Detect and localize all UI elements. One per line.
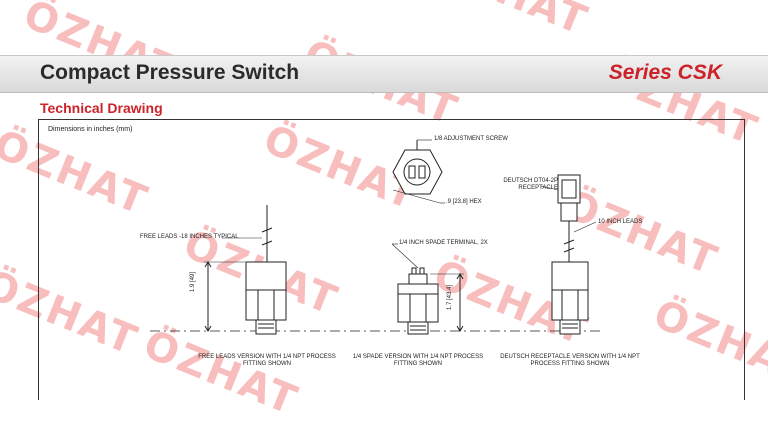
free-leads-caption: FREE LEADS VERSION WITH 1/4 NPT PROCESS …	[198, 354, 336, 367]
free-leads-label: FREE LEADS -18 INCHES TYPICAL	[140, 234, 239, 240]
hex-top-view	[392, 139, 445, 204]
hex-dimension-label: .9 [23.8] HEX	[446, 199, 482, 205]
adjustment-screw-label: 1/8 ADJUSTMENT SCREW	[434, 136, 508, 142]
spade-terminal-label: 1/4 INCH SPADE TERMINAL, 2X	[399, 240, 488, 246]
dimensions-note: Dimensions in inches (mm)	[48, 126, 133, 133]
deutsch-caption: DEUTSCH RECEPTACLE VERSION WITH 1/4 NPT …	[500, 354, 640, 367]
series-name: Series CSK	[608, 61, 722, 84]
title-band	[0, 55, 768, 93]
spade-height-dim: 1.7 [43.4]	[447, 284, 453, 310]
spade-switch	[391, 243, 464, 335]
drawing-frame	[38, 119, 745, 400]
free-leads-switch	[204, 205, 287, 335]
spade-caption: 1/4 SPADE VERSION WITH 1/4 NPT PROCESS F…	[352, 354, 484, 367]
technical-drawing	[150, 139, 600, 335]
free-leads-height-dim: 1.9 [49]	[190, 271, 196, 292]
deutsch-receptacle-label: DEUTSCH DT04-2P RECEPTACLE	[503, 178, 558, 191]
deutsch-switch	[540, 174, 597, 335]
page-title: Compact Pressure Switch	[40, 61, 300, 84]
ten-inch-leads-label: 10 INCH LEADS	[598, 219, 643, 225]
section-title: Technical Drawing	[40, 100, 163, 116]
